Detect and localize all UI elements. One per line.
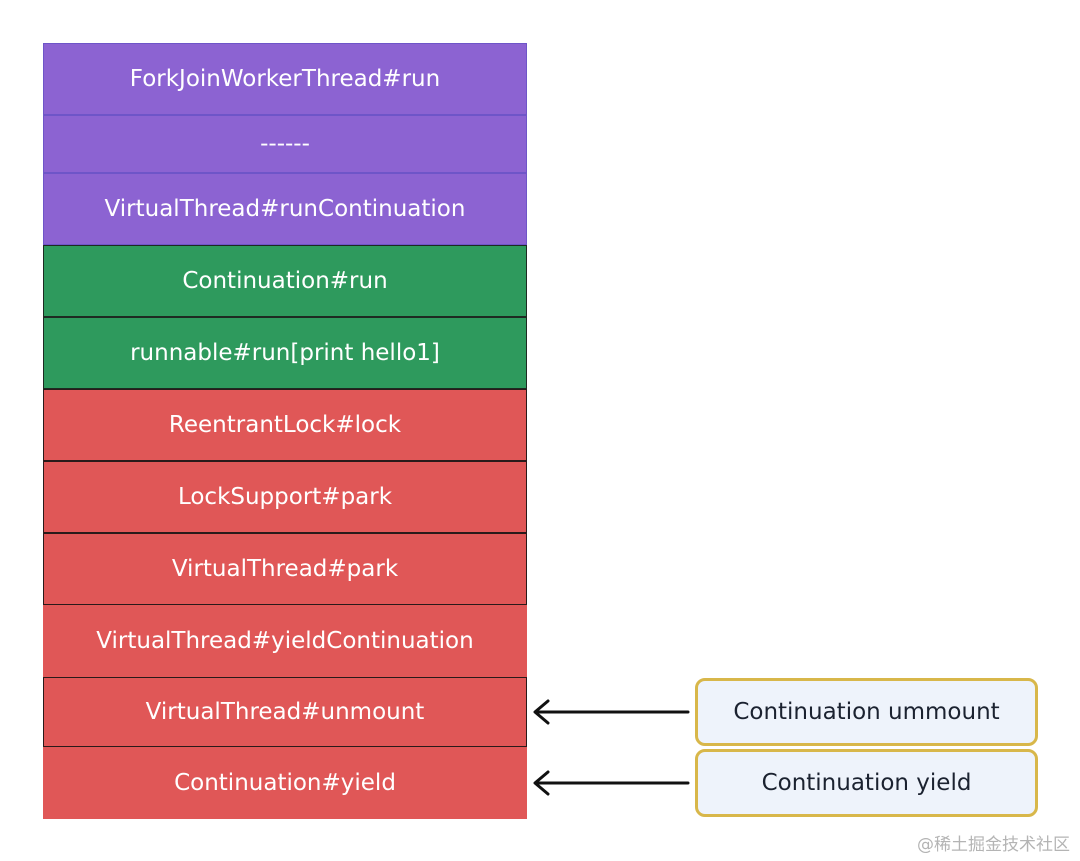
- stack-frame-locksupport-park: LockSupport#park: [43, 461, 527, 533]
- stack-frame-virtualthread-park: VirtualThread#park: [43, 533, 527, 605]
- continuation-yield-note: Continuation yield: [695, 749, 1038, 817]
- stack-frame-virtualthread-yieldcontinuation: VirtualThread#yieldContinuation: [43, 605, 527, 677]
- stack-frame-forkjoinworkerthread-run: ForkJoinWorkerThread#run: [43, 43, 527, 115]
- stack-frame-virtualthread-runcontinuation: VirtualThread#runContinuation: [43, 173, 527, 245]
- stack-frame-runnable-run: runnable#run[print hello1]: [43, 317, 527, 389]
- yield-arrow-head: [533, 770, 550, 796]
- stack-frame-reentrantlock-lock: ReentrantLock#lock: [43, 389, 527, 461]
- watermark: @稀土掘金技术社区: [917, 835, 1070, 855]
- stack-frame-ellipsis: ------: [43, 115, 527, 173]
- stack-frame-virtualthread-unmount: VirtualThread#unmount: [43, 677, 527, 747]
- stack-frame-continuation-yield: Continuation#yield: [43, 747, 527, 819]
- continuation-unmount-note: Continuation ummount: [695, 678, 1038, 746]
- stack-frame-continuation-run: Continuation#run: [43, 245, 527, 317]
- unmount-arrow-head: [533, 699, 550, 725]
